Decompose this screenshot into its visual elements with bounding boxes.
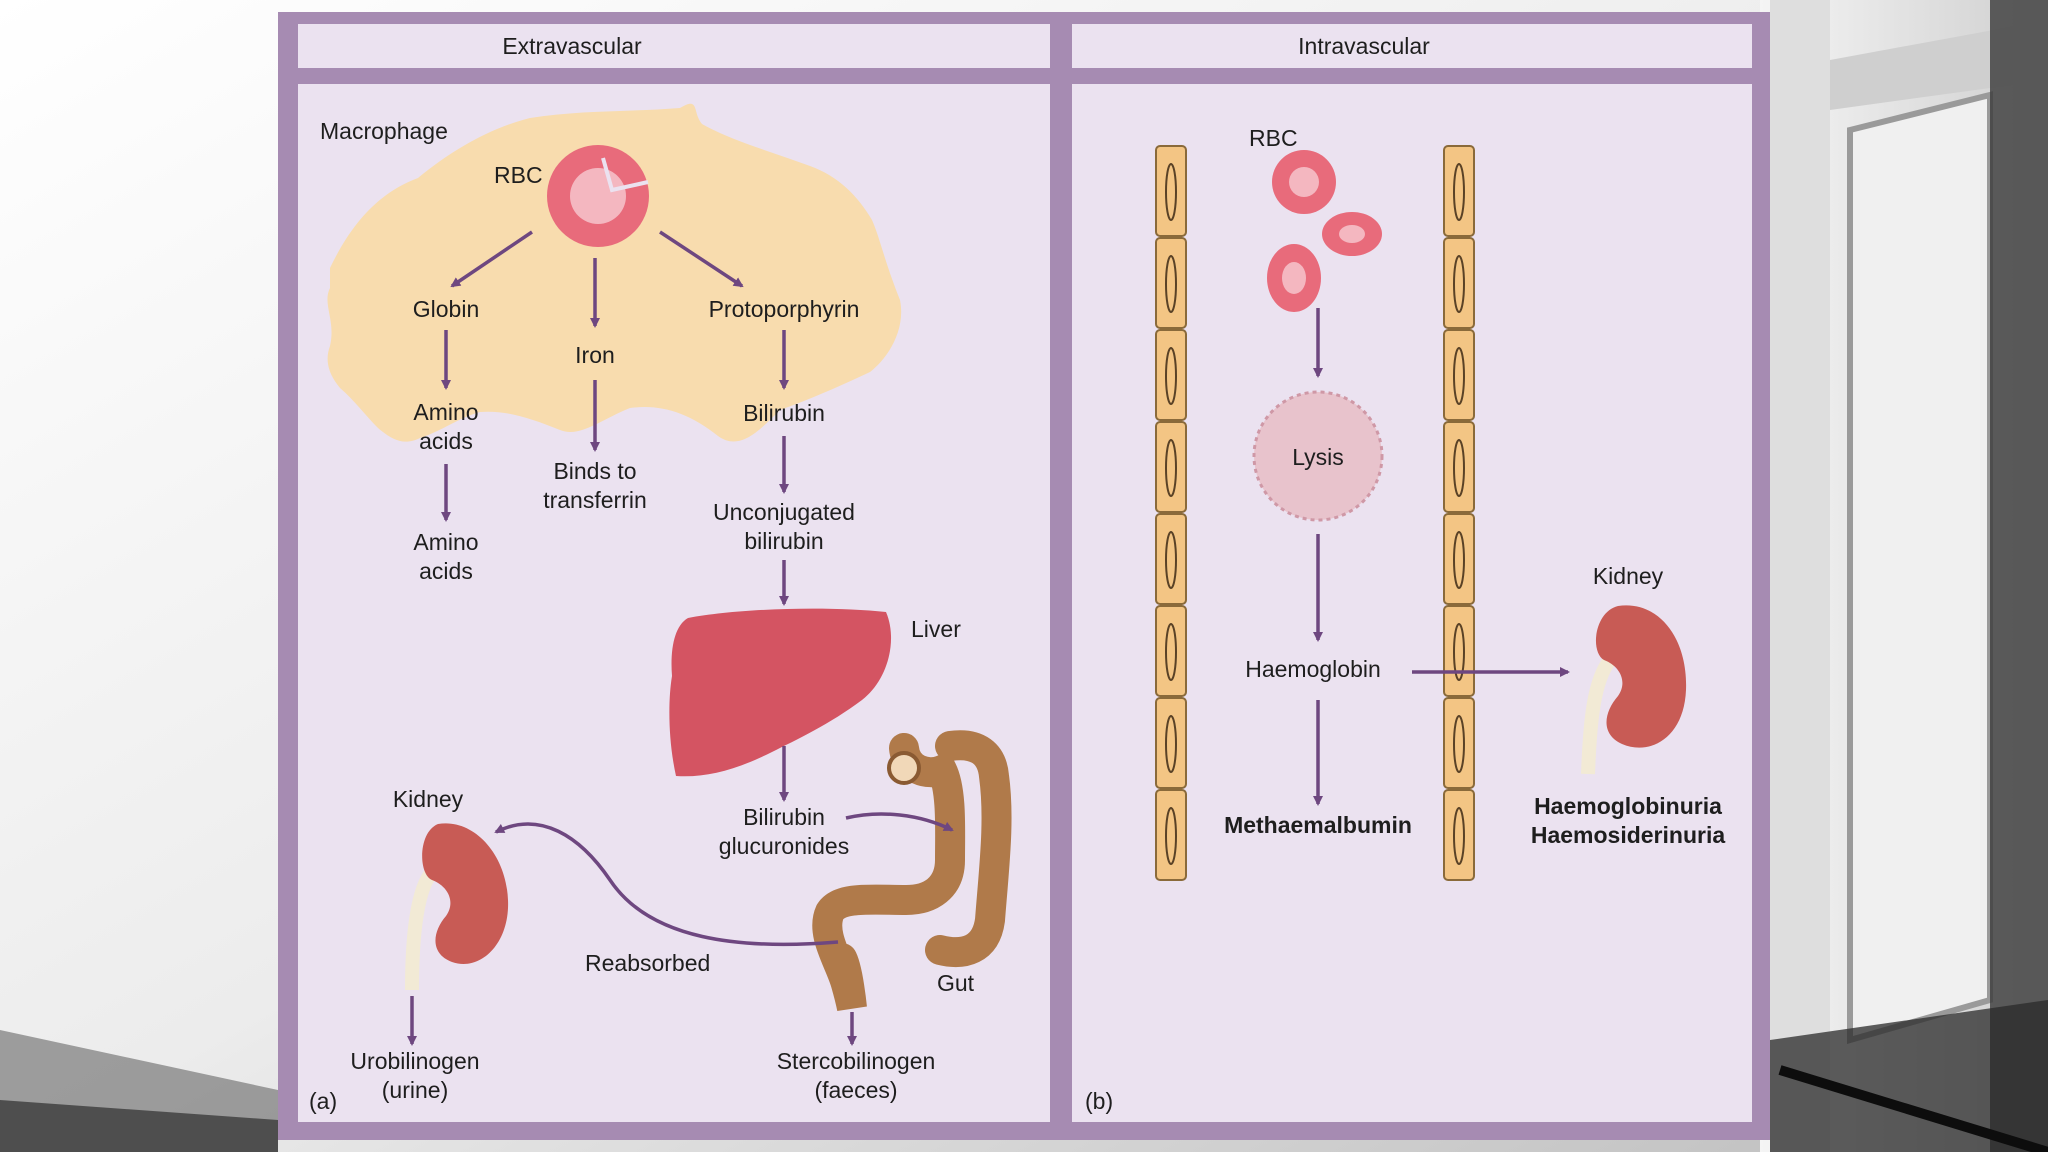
liver-shape <box>669 608 892 777</box>
vessel-cell-nucleus <box>1165 255 1177 313</box>
gut-shape <box>812 733 966 1012</box>
vessel-cell-nucleus <box>1453 347 1465 405</box>
bilirubin-glucuronides-label: Bilirubin glucuronides <box>718 804 850 859</box>
arrow-glucuronides-gut <box>845 812 954 832</box>
vessel-cell-nucleus <box>1453 439 1465 497</box>
unconjugated-bilirubin-label: Unconjugated bilirubin <box>713 499 855 554</box>
rbc-cell-3-center <box>1282 262 1306 294</box>
kidney-right-ureter <box>1581 655 1616 775</box>
vessel-cell <box>1155 789 1187 881</box>
vessel-cell <box>1443 605 1475 697</box>
vessel-cell-nucleus <box>1453 255 1465 313</box>
kidney-left-ureter <box>405 867 438 991</box>
vessel-cell <box>1155 697 1187 789</box>
iron-label: Iron <box>575 342 615 368</box>
urobilinogen-label: Urobilinogen (urine) <box>350 1048 480 1103</box>
vessel-cell-nucleus <box>1453 623 1465 681</box>
vessel-cell <box>1443 145 1475 237</box>
extravascular-header: Extravascular <box>502 33 642 59</box>
binds-transferrin-label: Binds to transferrin <box>543 458 647 513</box>
gut-opening <box>887 751 921 785</box>
right-header-panel <box>1072 24 1752 68</box>
macrophage-rbc-crack <box>601 157 649 193</box>
intravascular-rbc-label: RBC <box>1249 125 1298 151</box>
bilirubin-label: Bilirubin <box>743 400 825 426</box>
methaemalbumin-label: Methaemalbumin <box>1224 812 1412 838</box>
macrophage-rbc-center <box>570 168 626 224</box>
rbc-cell-2-center <box>1339 225 1365 243</box>
vessel-cell <box>1155 237 1187 329</box>
vessel-cell-nucleus <box>1453 807 1465 865</box>
kidney-left-label: Kidney <box>392 786 464 812</box>
vessel-cell-nucleus <box>1165 623 1177 681</box>
haemoglobin-label: Haemoglobin <box>1245 656 1381 682</box>
vessel-cell-nucleus <box>1453 715 1465 773</box>
vessel-cell <box>1443 421 1475 513</box>
vessel-cell <box>1443 329 1475 421</box>
left-header-panel <box>298 24 1050 68</box>
kidney-right-label: Kidney <box>1592 563 1664 589</box>
rbc-cell-1-center <box>1289 167 1319 197</box>
vessel-cell <box>1443 513 1475 605</box>
globin-label: Globin <box>412 296 480 322</box>
vessel-cell <box>1155 329 1187 421</box>
vessel-cell-nucleus <box>1165 807 1177 865</box>
vessel-cell <box>1155 513 1187 605</box>
lysis-label: Lysis <box>1292 444 1344 470</box>
intravascular-header: Intravascular <box>1298 33 1430 59</box>
macrophage-rbc-label: RBC <box>494 162 543 188</box>
arrow-rbc-protoporphyrin <box>659 230 744 288</box>
panel-a-tag: (a) <box>309 1088 338 1114</box>
vessel-cell-nucleus <box>1165 163 1177 221</box>
vessel-walls <box>1155 145 1475 881</box>
lysis-cell <box>1252 390 1384 522</box>
gut-colon <box>925 730 1012 968</box>
vessel-cell-nucleus <box>1453 531 1465 589</box>
macrophage-label: Macrophage <box>320 118 448 144</box>
stercobilinogen-label: Stercobilinogen (faeces) <box>776 1048 936 1103</box>
vessel-cell-nucleus <box>1453 163 1465 221</box>
vessel-cell <box>1443 237 1475 329</box>
protoporphyrin-label: Protoporphyrin <box>708 296 860 322</box>
kidney-left-shape <box>422 823 509 965</box>
amino-acids-inner-label: Amino acids <box>413 399 479 454</box>
arrow-reabsorbed-kidney <box>494 822 839 947</box>
vessel-cell <box>1155 145 1187 237</box>
vessel-cell-nucleus <box>1165 439 1177 497</box>
vessel-cell <box>1155 421 1187 513</box>
liver-label: Liver <box>911 616 961 642</box>
vessel-cell-nucleus <box>1165 347 1177 405</box>
vessel-cell <box>1443 789 1475 881</box>
amino-acids-outer-label: Amino acids <box>413 529 479 584</box>
macrophage-cell <box>327 103 902 442</box>
vessel-cell-nucleus <box>1165 715 1177 773</box>
vessel-cell <box>1155 605 1187 697</box>
reabsorbed-label: Reabsorbed <box>585 950 711 976</box>
vessel-cell <box>1443 697 1475 789</box>
kidney-right-shape <box>1595 605 1687 748</box>
vessel-cell-nucleus <box>1165 531 1177 589</box>
gut-label: Gut <box>937 970 975 996</box>
panel-b-tag: (b) <box>1085 1088 1114 1114</box>
haemoglobinuria-label: Haemoglobinuria Haemosiderinuria <box>1530 793 1726 848</box>
arrow-rbc-globin <box>450 230 533 288</box>
